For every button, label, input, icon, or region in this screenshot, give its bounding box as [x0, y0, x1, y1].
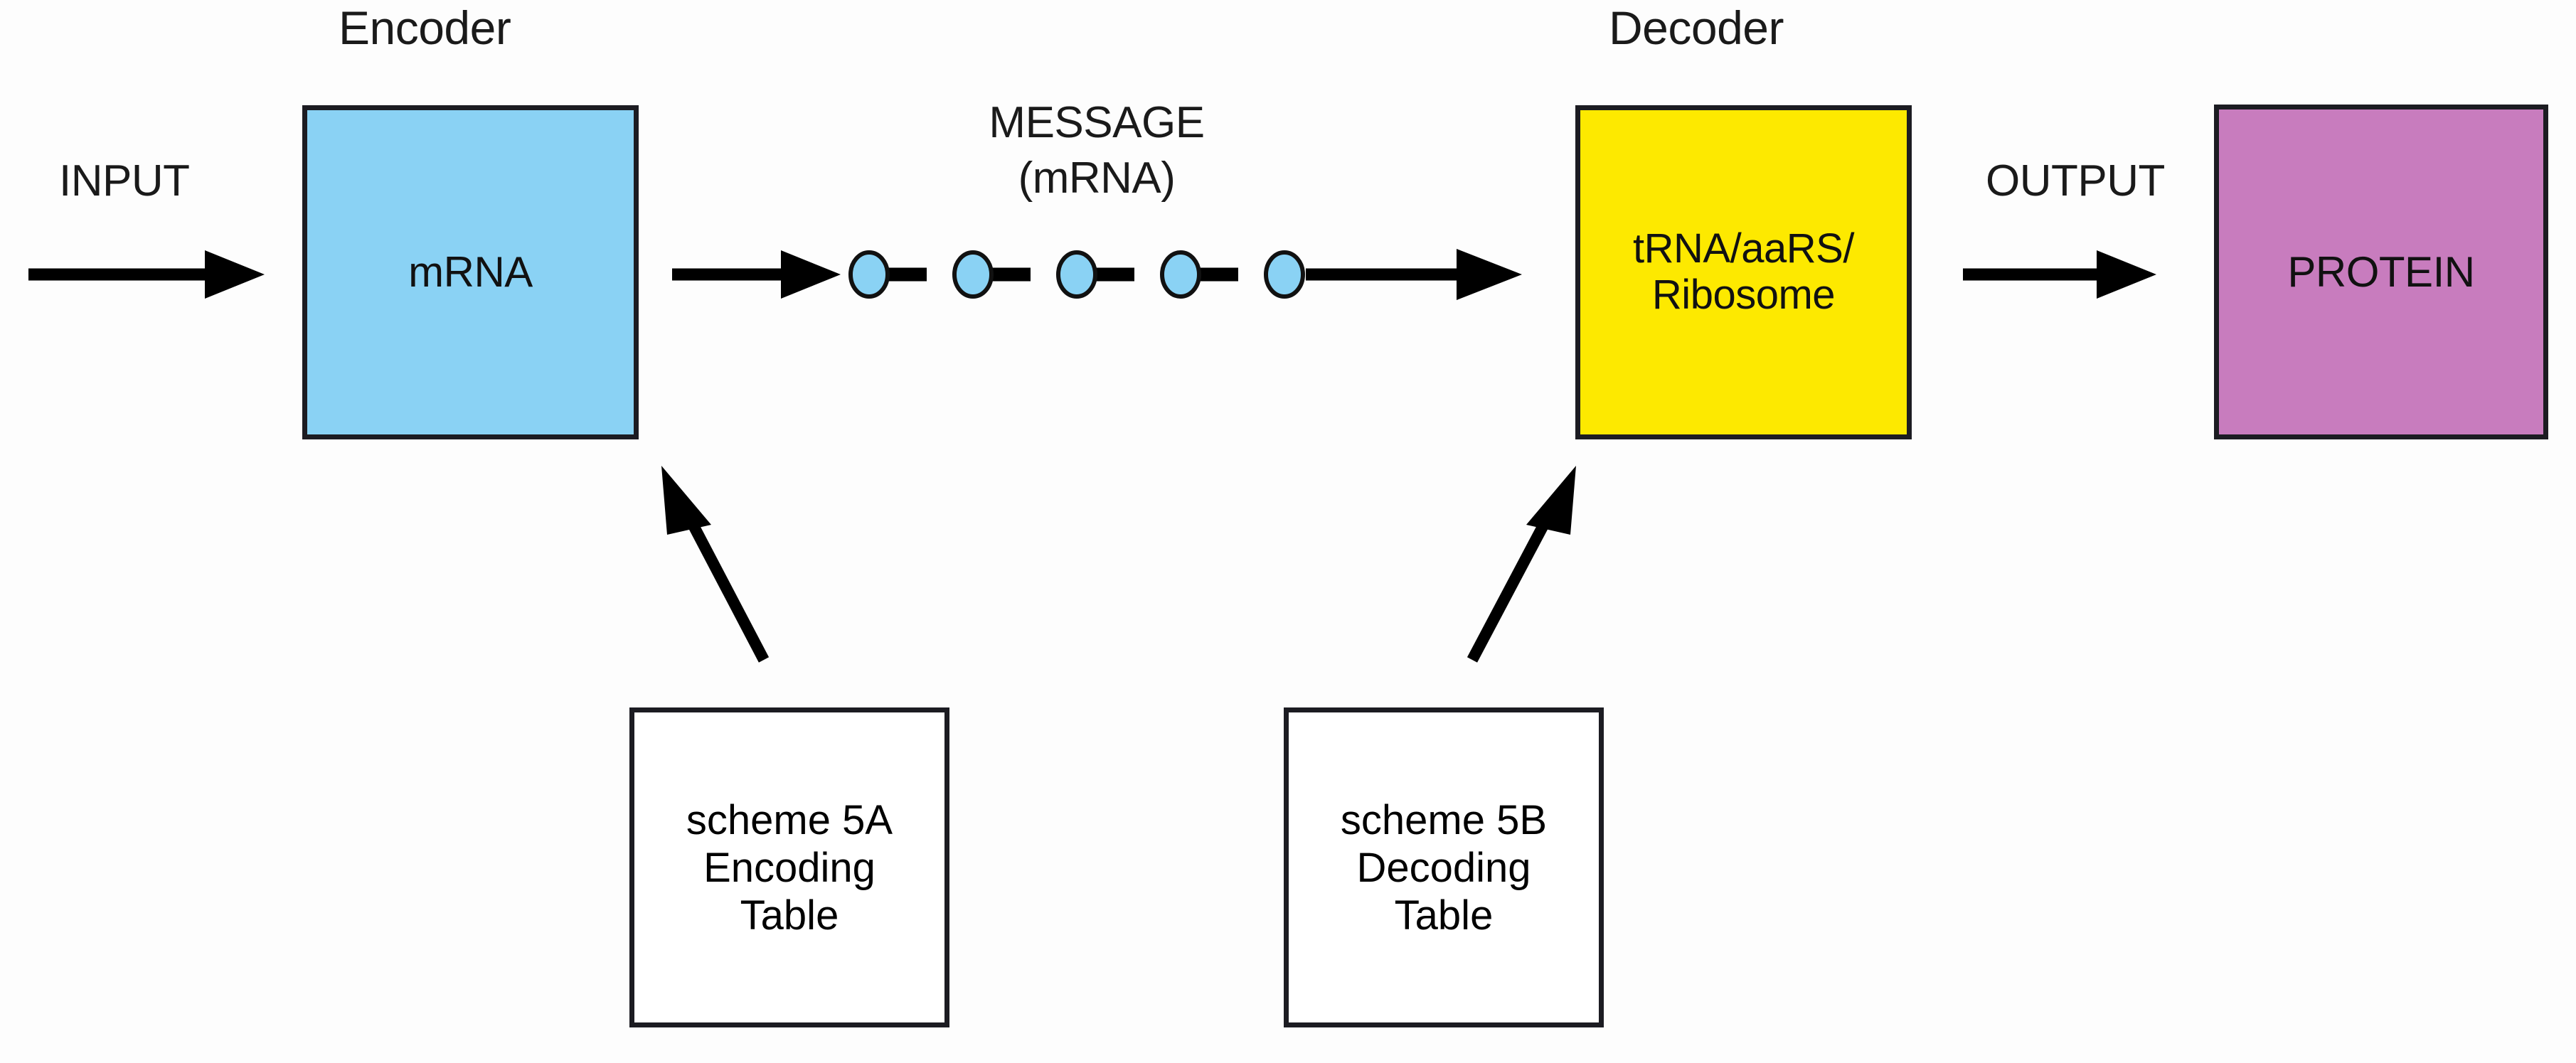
scheme-5a-text: scheme 5A Encoding Table [686, 796, 893, 939]
scheme-5b-line3: Table [1394, 892, 1494, 939]
protein-box-label: PROTEIN [2287, 247, 2475, 296]
message-node [1264, 250, 1305, 299]
scheme-5b-line2: Decoding [1356, 844, 1531, 891]
scheme-5a-line2: Encoding [703, 844, 875, 891]
input-arrow-icon [28, 250, 265, 299]
encoder-title: Encoder [339, 1, 511, 54]
protein-box[interactable]: PROTEIN [2214, 105, 2548, 439]
decoder-title: Decoder [1609, 1, 1784, 54]
message-node [952, 250, 994, 299]
scheme-5b-text: scheme 5B Decoding Table [1341, 796, 1547, 939]
scheme-5a-line1: scheme 5A [686, 796, 893, 843]
message-out-arrow-icon [1306, 249, 1522, 300]
encoder-box[interactable]: mRNA [302, 105, 639, 439]
decoder-box-label-line2: Ribosome [1651, 272, 1836, 318]
scheme-5a-line3: Table [740, 892, 839, 939]
message-node [848, 250, 890, 299]
decoder-box-label: tRNA/aaRS/ Ribosome [1633, 225, 1854, 319]
encoding-arrow-icon [661, 466, 770, 663]
decoder-box-label-line1: tRNA/aaRS/ [1633, 225, 1854, 272]
output-arrow-icon [1963, 250, 2156, 299]
scheme-5b-box[interactable]: scheme 5B Decoding Table [1284, 707, 1604, 1027]
message-node [1056, 250, 1097, 299]
decoding-arrow-icon [1467, 466, 1576, 663]
scheme-5b-line1: scheme 5B [1340, 796, 1548, 843]
message-label-line1: MESSAGE [989, 98, 1205, 147]
decoder-box[interactable]: tRNA/aaRS/ Ribosome [1575, 105, 1912, 439]
message-in-arrow-icon [672, 250, 841, 299]
scheme-5a-box[interactable]: scheme 5A Encoding Table [629, 707, 949, 1027]
output-label: OUTPUT [1986, 156, 2165, 205]
message-node [1160, 250, 1201, 299]
encoder-box-label: mRNA [408, 248, 533, 297]
input-label: INPUT [59, 156, 190, 205]
message-chain [848, 250, 1305, 299]
message-label-line2: (mRNA) [1018, 154, 1176, 203]
